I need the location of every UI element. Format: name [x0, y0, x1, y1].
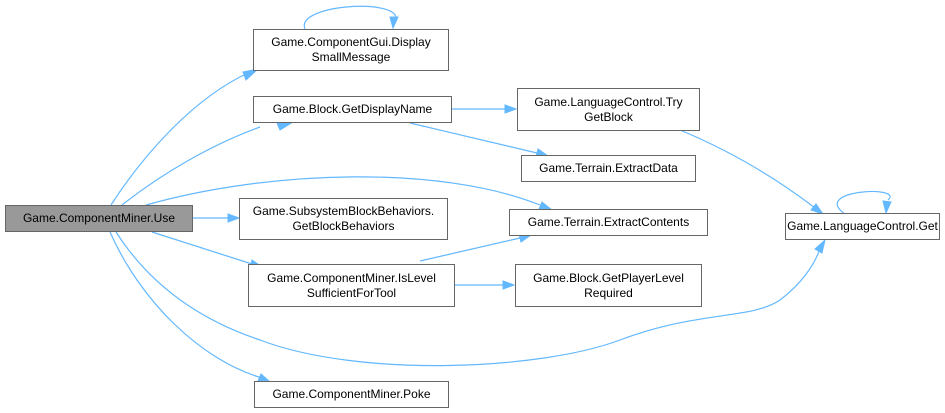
node-label: Game.Terrain.ExtractData [539, 161, 678, 175]
node-terrain-extractdata[interactable]: Game.Terrain.ExtractData [521, 155, 696, 182]
node-label: Game.Block.GetPlayerLevel [533, 270, 684, 285]
node-block-getdisplayname[interactable]: Game.Block.GetDisplayName [253, 96, 452, 123]
arrowhead-icon [242, 68, 260, 81]
arrowhead-icon [276, 121, 294, 131]
arrowhead-icon [502, 280, 516, 290]
arrowhead-icon [227, 213, 241, 223]
node-languagecontrol-trygetblock[interactable]: Game.LanguageControl.Try GetBlock [517, 88, 700, 131]
node-label: Game.ComponentMiner.Use [22, 211, 176, 225]
arrowhead-icon [389, 16, 399, 30]
node-label: Required [584, 285, 633, 300]
node-block-getplayerlevelrequired[interactable]: Game.Block.GetPlayerLevel Required [515, 264, 702, 307]
node-componentminer-islevelsufficientfortool[interactable]: Game.ComponentMiner.IsLevel SufficientFo… [248, 264, 455, 307]
edge-use-to-getdisplayname [121, 126, 261, 206]
arrowhead-icon [882, 200, 892, 215]
arrowhead-icon [810, 203, 825, 215]
node-terrain-extractcontents[interactable]: Game.Terrain.ExtractContents [509, 209, 708, 236]
node-label: Game.ComponentMiner.Poke [272, 387, 431, 401]
node-label: Game.LanguageControl.Try [534, 94, 683, 109]
node-label: Game.Block.GetDisplayName [272, 102, 433, 116]
edge-islevelsufficient-to-extractcontents [419, 237, 521, 262]
node-subsystemblockbehaviors-getblockbehaviors[interactable]: Game.SubsystemBlockBehaviors. GetBlockBe… [239, 198, 448, 240]
node-label: Game.SubsystemBlockBehaviors. [252, 204, 435, 218]
edge-use-to-extractcontents [145, 176, 541, 206]
node-label: Game.Terrain.ExtractContents [527, 215, 690, 229]
node-label: SmallMessage [311, 50, 391, 64]
edge-use-to-poke [109, 231, 263, 379]
node-label: GetBlockBehaviors [292, 219, 395, 233]
edge-getdisplayname-to-extractdata [409, 122, 538, 154]
node-label: Game.ComponentGui.Display [271, 35, 431, 49]
node-componentgui-displaysmallmessage[interactable]: Game.ComponentGui.Display SmallMessage [253, 29, 449, 71]
edge-trygetblock-to-langget [679, 129, 816, 209]
arrowhead-icon [814, 238, 826, 254]
node-label: GetBlock [584, 109, 633, 124]
node-label: SufficientForTool [306, 285, 397, 300]
node-componentminer-use: Game.ComponentMiner.Use [5, 205, 193, 232]
edge-use-to-islevelsufficient [151, 231, 253, 265]
node-languagecontrol-get[interactable]: Game.LanguageControl.Get [785, 213, 940, 240]
node-label: Game.ComponentMiner.IsLevel [267, 270, 436, 285]
edge-displaysmall-self [303, 5, 397, 30]
edge-use-to-langget [115, 231, 821, 367]
edge-langget-self [836, 190, 891, 215]
edge-use-to-displaysmall [110, 72, 249, 206]
node-label: Game.LanguageControl.Get [787, 219, 938, 233]
arrowhead-icon [504, 104, 518, 114]
node-componentminer-poke[interactable]: Game.ComponentMiner.Poke [254, 381, 449, 408]
